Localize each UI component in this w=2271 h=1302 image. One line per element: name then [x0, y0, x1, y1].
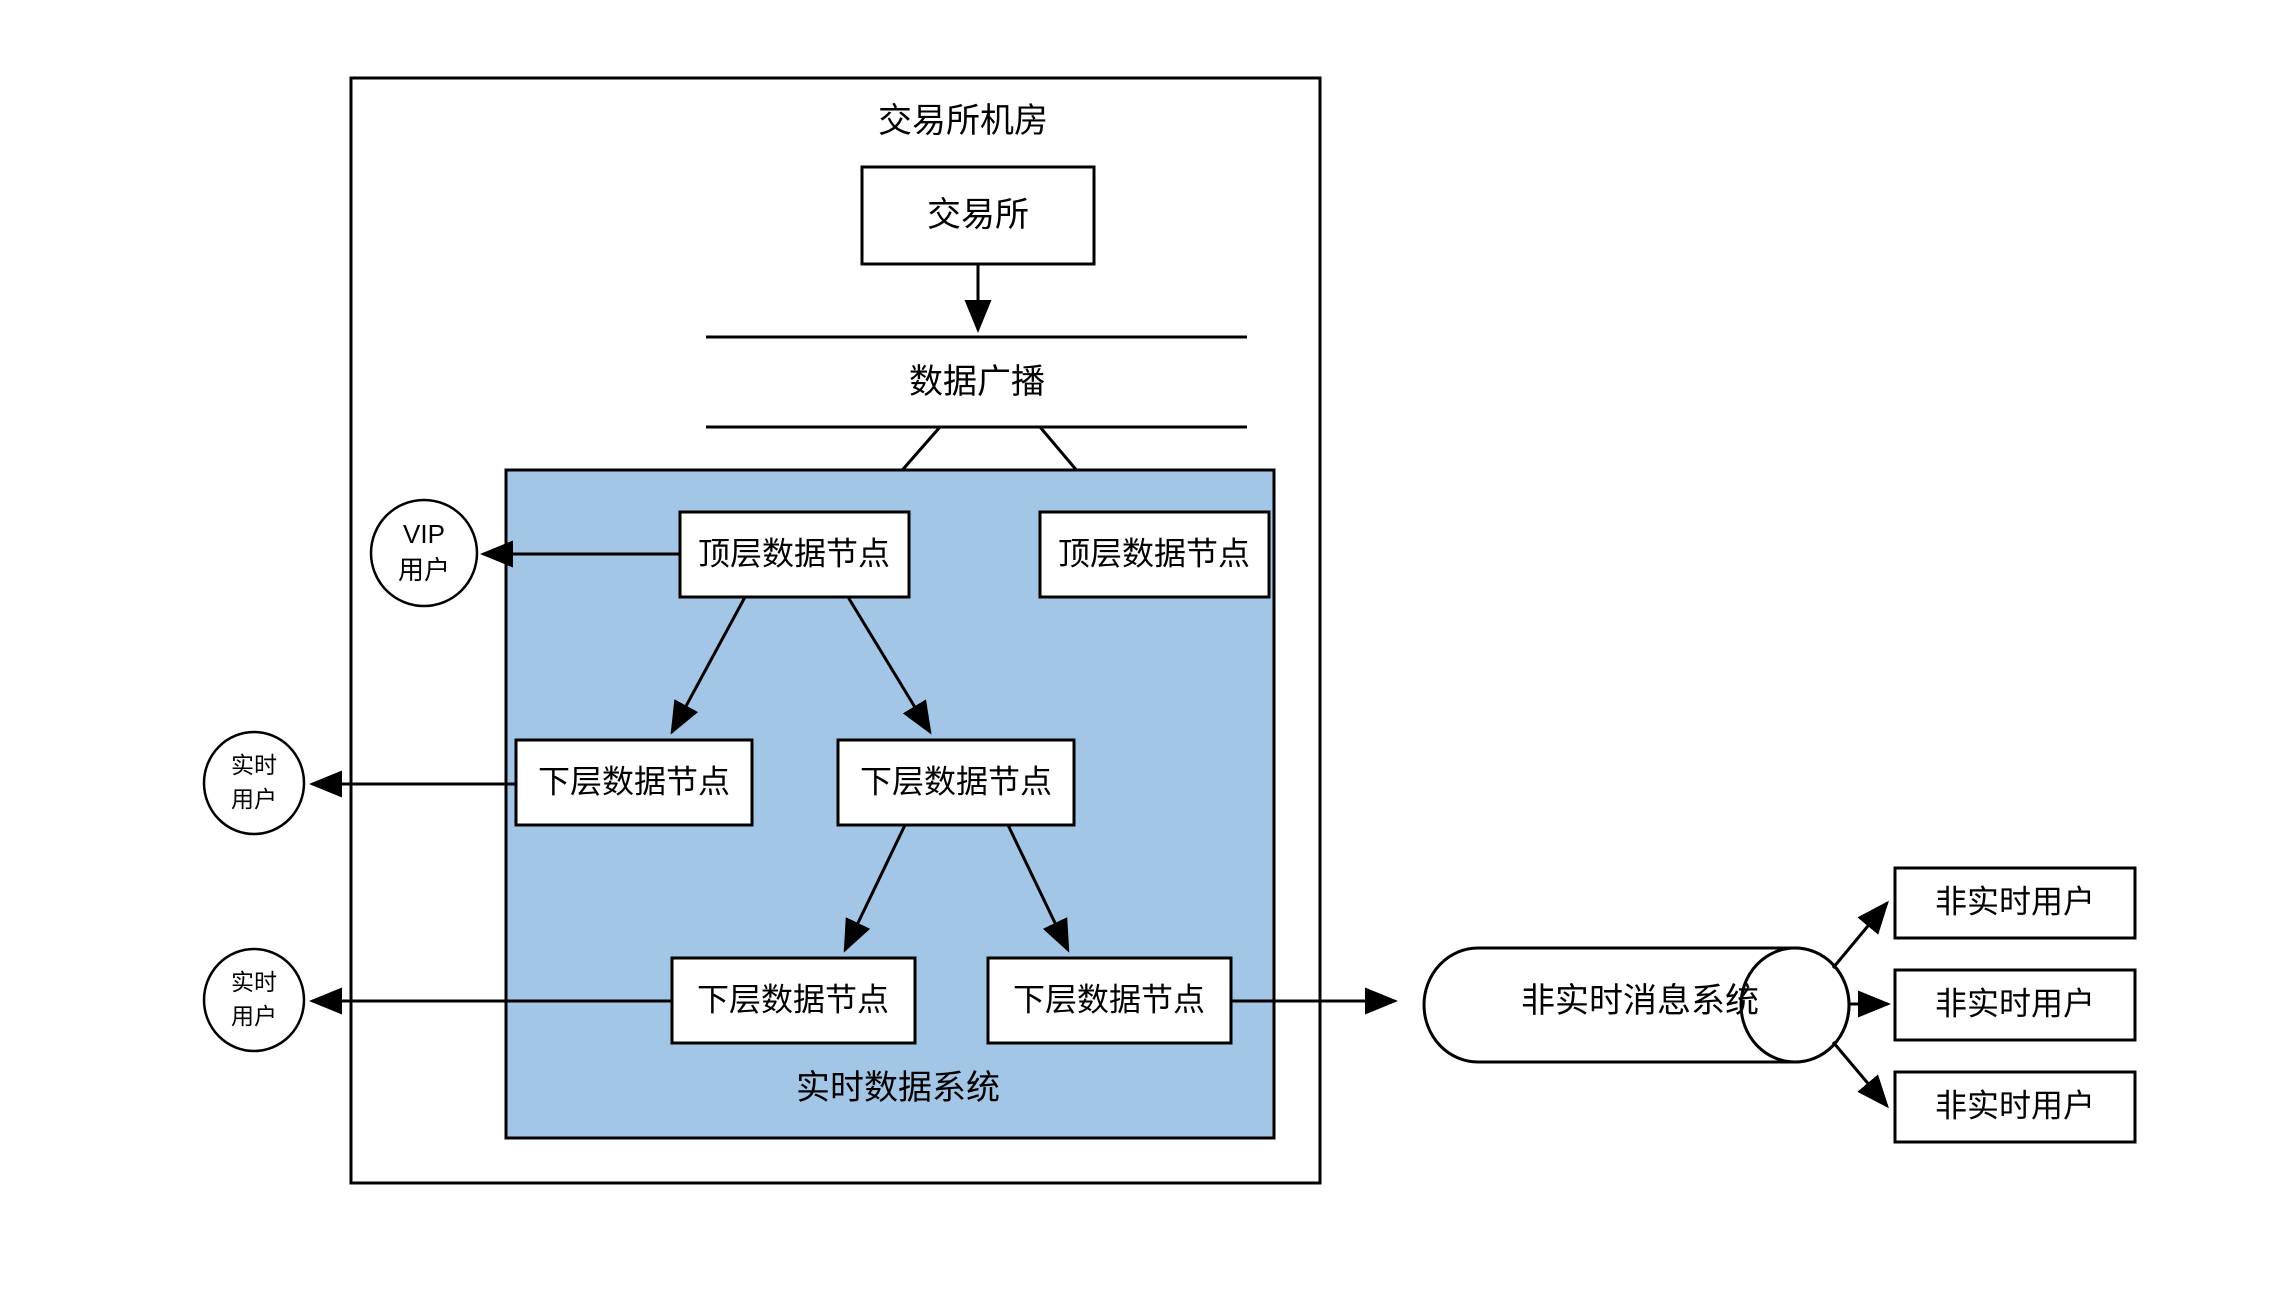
realtime-user-node-2[interactable]: 实时 用户	[202, 947, 306, 1053]
bottom-data-node-1[interactable]: 下层数据节点	[670, 956, 917, 1045]
connector-top-node-1-to-mid-node-2	[846, 596, 932, 735]
realtime-user-1-circle[interactable]	[202, 730, 306, 836]
nonrealtime-user-3-box[interactable]	[1893, 1070, 2137, 1144]
top-data-node-2-box[interactable]	[1038, 510, 1271, 599]
nonrealtime-user-node-2[interactable]: 非实时用户	[1893, 968, 2137, 1042]
realtime-user-2-label-line1: 实时	[231, 969, 277, 995]
realtime-user-node-1[interactable]: 实时 用户	[202, 730, 306, 836]
top-data-node-2-label: 顶层数据节点	[1058, 535, 1250, 571]
vip-user-node[interactable]: VIP 用户	[369, 498, 479, 608]
data-broadcast-label: 数据广播	[909, 363, 1045, 401]
bottom-data-node-2-label: 下层数据节点	[1013, 981, 1205, 1017]
connector-top-node-1-to-mid-node-1	[670, 596, 747, 735]
nonrealtime-user-2-box[interactable]	[1893, 968, 2137, 1042]
realtime-user-2-label-line2: 用户	[231, 1003, 277, 1029]
nonrealtime-user-node-1[interactable]: 非实时用户	[1893, 866, 2137, 940]
bottom-data-node-2[interactable]: 下层数据节点	[986, 956, 1233, 1045]
realtime-data-system-label: 实时数据系统	[796, 1069, 1000, 1107]
mid-data-node-2-label: 下层数据节点	[860, 763, 1052, 799]
realtime-user-2-circle[interactable]	[202, 947, 306, 1053]
bottom-data-node-1-label: 下层数据节点	[697, 981, 889, 1017]
vip-user-label-line1: VIP	[403, 519, 445, 549]
top-data-node-1[interactable]: 顶层数据节点	[678, 510, 911, 599]
vip-user-circle[interactable]	[369, 498, 479, 608]
nonrealtime-user-2-label: 非实时用户	[1935, 985, 2095, 1021]
exchange-node[interactable]: 交易所	[860, 165, 1096, 266]
exchange-datacenter-title: 交易所机房	[878, 102, 1048, 140]
top-data-node-1-label: 顶层数据节点	[698, 535, 890, 571]
top-data-node-2[interactable]: 顶层数据节点	[1038, 510, 1271, 599]
message-system-node[interactable]: 非实时消息系统	[1422, 946, 1851, 1064]
nonrealtime-user-3-label: 非实时用户	[1935, 1087, 2095, 1123]
mid-data-node-2-box[interactable]	[836, 738, 1076, 827]
message-system-label: 非实时消息系统	[1521, 982, 1759, 1020]
realtime-user-1-label-line1: 实时	[231, 752, 277, 778]
mid-data-node-1-box[interactable]	[514, 738, 754, 827]
nonrealtime-user-node-3[interactable]: 非实时用户	[1893, 1070, 2137, 1144]
realtime-user-1-label-line2: 用户	[231, 786, 277, 812]
exchange-node-label: 交易所	[927, 196, 1029, 234]
vip-user-label-line2: 用户	[398, 555, 450, 585]
mid-data-node-2[interactable]: 下层数据节点	[836, 738, 1076, 827]
mid-data-node-1[interactable]: 下层数据节点	[514, 738, 754, 827]
connector-mid-node-2-to-bottom-node-2	[1006, 824, 1070, 953]
exchange-node-box[interactable]	[860, 165, 1096, 266]
bottom-data-node-1-box[interactable]	[670, 956, 917, 1045]
nonrealtime-user-1-box[interactable]	[1893, 866, 2137, 940]
connector-message-system-to-nonrealtime-user-1	[1831, 900, 1889, 969]
nonrealtime-user-1-label: 非实时用户	[1935, 883, 2095, 919]
connector-mid-node-2-to-bottom-node-1	[843, 824, 907, 953]
data-broadcast-band: 数据广播	[706, 335, 1247, 429]
connector-message-system-to-nonrealtime-user-3	[1831, 1041, 1889, 1109]
mid-data-node-1-label: 下层数据节点	[538, 763, 730, 799]
